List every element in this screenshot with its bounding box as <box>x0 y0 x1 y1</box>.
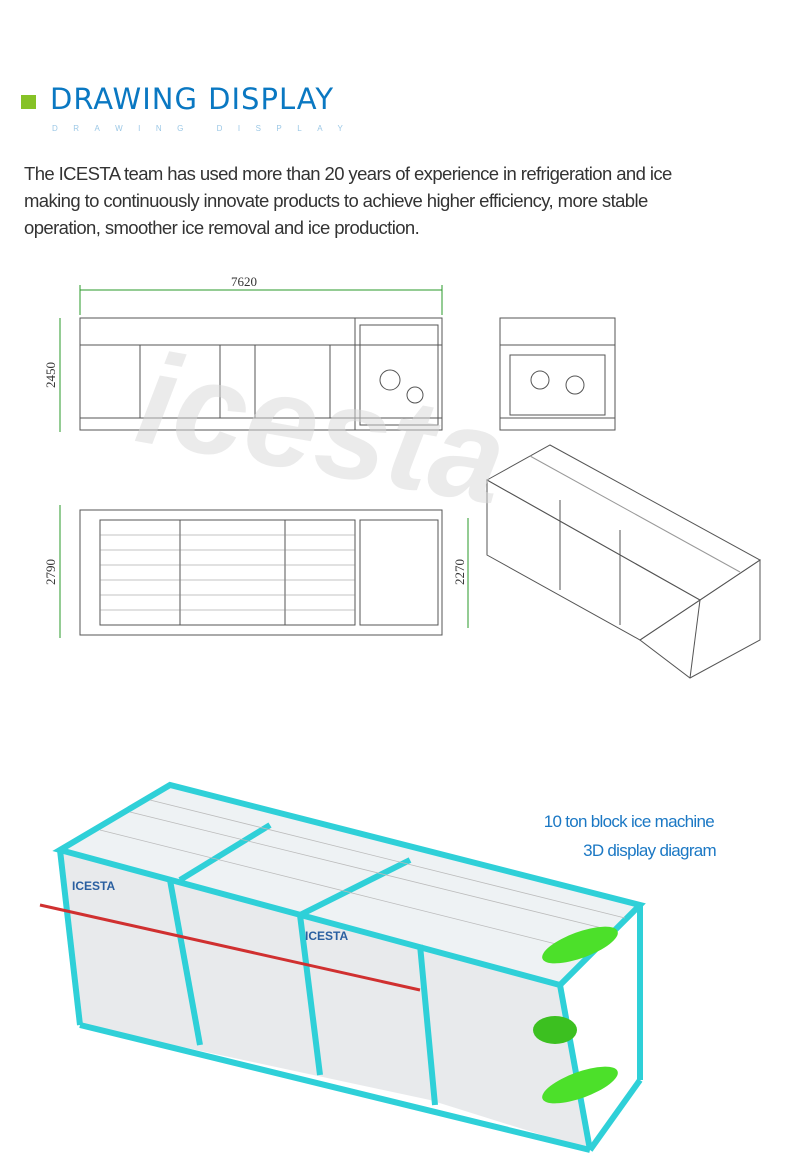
dimension-height: 2450 <box>43 362 58 388</box>
front-view <box>59 285 443 432</box>
dimension-inner-width: 2270 <box>452 559 467 585</box>
dimension-length: 7620 <box>231 274 257 289</box>
caption-line-1: 10 ton block ice machine <box>543 812 715 831</box>
top-view <box>59 505 469 638</box>
machine-logo-left: ICESTA <box>72 879 115 893</box>
dimension-width: 2790 <box>43 559 58 585</box>
section-title: DRAWING DISPLAY <box>50 82 335 116</box>
side-view <box>499 317 616 431</box>
description-text: The ICESTA team has used more than 20 ye… <box>24 163 672 238</box>
watermark-logo: icesta <box>128 324 516 532</box>
caption-line-2: 3D display diagram <box>583 841 717 860</box>
machine-logo-center: ICESTA <box>305 929 348 943</box>
isometric-view <box>485 444 761 679</box>
technical-drawings: 7620 2450 2790 2270 icesta <box>43 274 761 679</box>
machine-3d-diagram: ICESTA ICESTA <box>39 781 646 1153</box>
section-accent-square <box>21 95 36 109</box>
section-subtitle: DRAWING DISPLAY <box>52 124 359 133</box>
